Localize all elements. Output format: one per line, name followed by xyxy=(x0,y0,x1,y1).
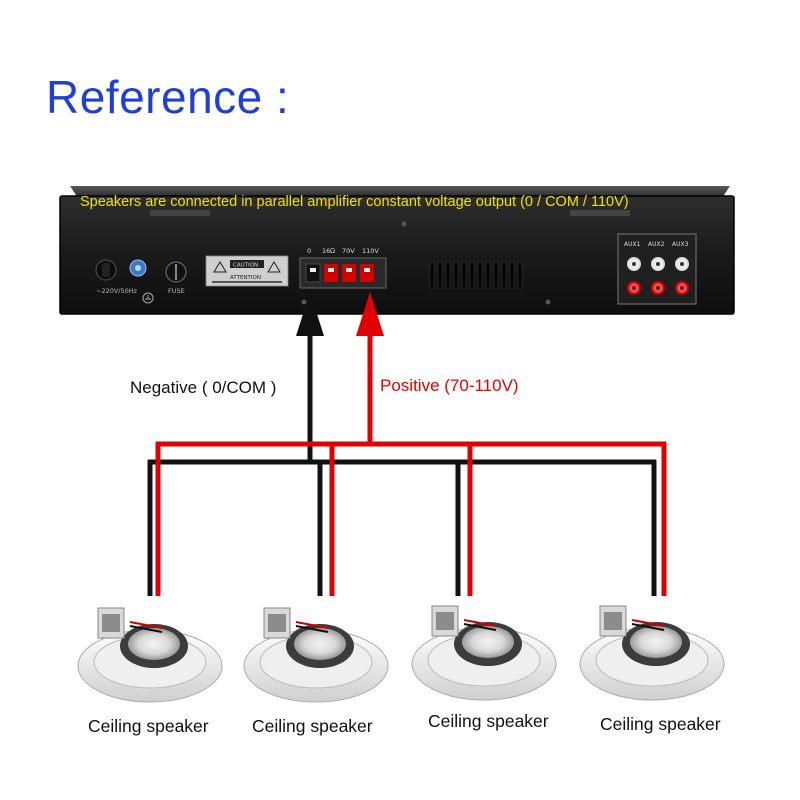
power-socket xyxy=(95,259,117,281)
caution-label: CAUTION xyxy=(233,263,258,269)
ceiling-speaker-2 xyxy=(243,607,389,703)
aux-panel: AUX1 AUX2 AUX3 xyxy=(617,233,697,305)
ceiling-speaker-1 xyxy=(77,607,223,703)
warning-icon xyxy=(213,261,227,273)
fuse-label: FUSE xyxy=(168,287,185,295)
speaker-label-1: Ceiling speaker xyxy=(88,716,209,736)
speaker-label-2: Ceiling speaker xyxy=(252,716,373,736)
terminal-label-0: 0 xyxy=(307,247,311,255)
speaker-terminal-block xyxy=(299,257,387,289)
amplifier-caption: Speakers are connected in parallel ampli… xyxy=(80,194,629,210)
aux-label-1: AUX1 xyxy=(624,241,641,248)
negative-wire xyxy=(147,320,657,596)
ceiling-speaker-4 xyxy=(579,605,725,701)
aux-label-3: AUX3 xyxy=(672,241,689,248)
aux-label-2: AUX2 xyxy=(648,241,665,248)
warning-icon-right xyxy=(267,261,281,273)
vent-slots xyxy=(429,261,523,289)
ceiling-speaker-3 xyxy=(411,605,557,701)
positive-wire xyxy=(155,320,667,596)
power-label: ~220V/50Hz xyxy=(96,287,138,295)
terminal-label-70v: 70V xyxy=(342,247,355,255)
caution-plate: CAUTION ATTENTION xyxy=(205,255,289,287)
amplifier-top-edge xyxy=(70,186,730,198)
ground-icon xyxy=(142,292,154,304)
amplifier: ~220V/50Hz FUSE CAUTION ATTENTION 0 16Ω … xyxy=(59,186,735,315)
fuse-holder xyxy=(165,261,187,283)
positive-label: Positive (70-110V) xyxy=(380,376,519,395)
terminal-labels: 0 16Ω 70V 110V xyxy=(307,247,379,255)
page-title: Reference : xyxy=(46,71,290,123)
negative-label: Negative ( 0/COM ) xyxy=(130,378,277,397)
terminal-label-16: 16Ω xyxy=(322,247,335,255)
attention-label: ATTENTION xyxy=(230,275,261,281)
breaker-switch xyxy=(129,259,147,277)
speaker-label-4: Ceiling speaker xyxy=(600,714,721,734)
speaker-label-3: Ceiling speaker xyxy=(428,711,549,731)
terminal-label-110v: 110V xyxy=(362,247,379,255)
positive-arrow xyxy=(356,292,384,336)
negative-arrow xyxy=(296,292,324,336)
